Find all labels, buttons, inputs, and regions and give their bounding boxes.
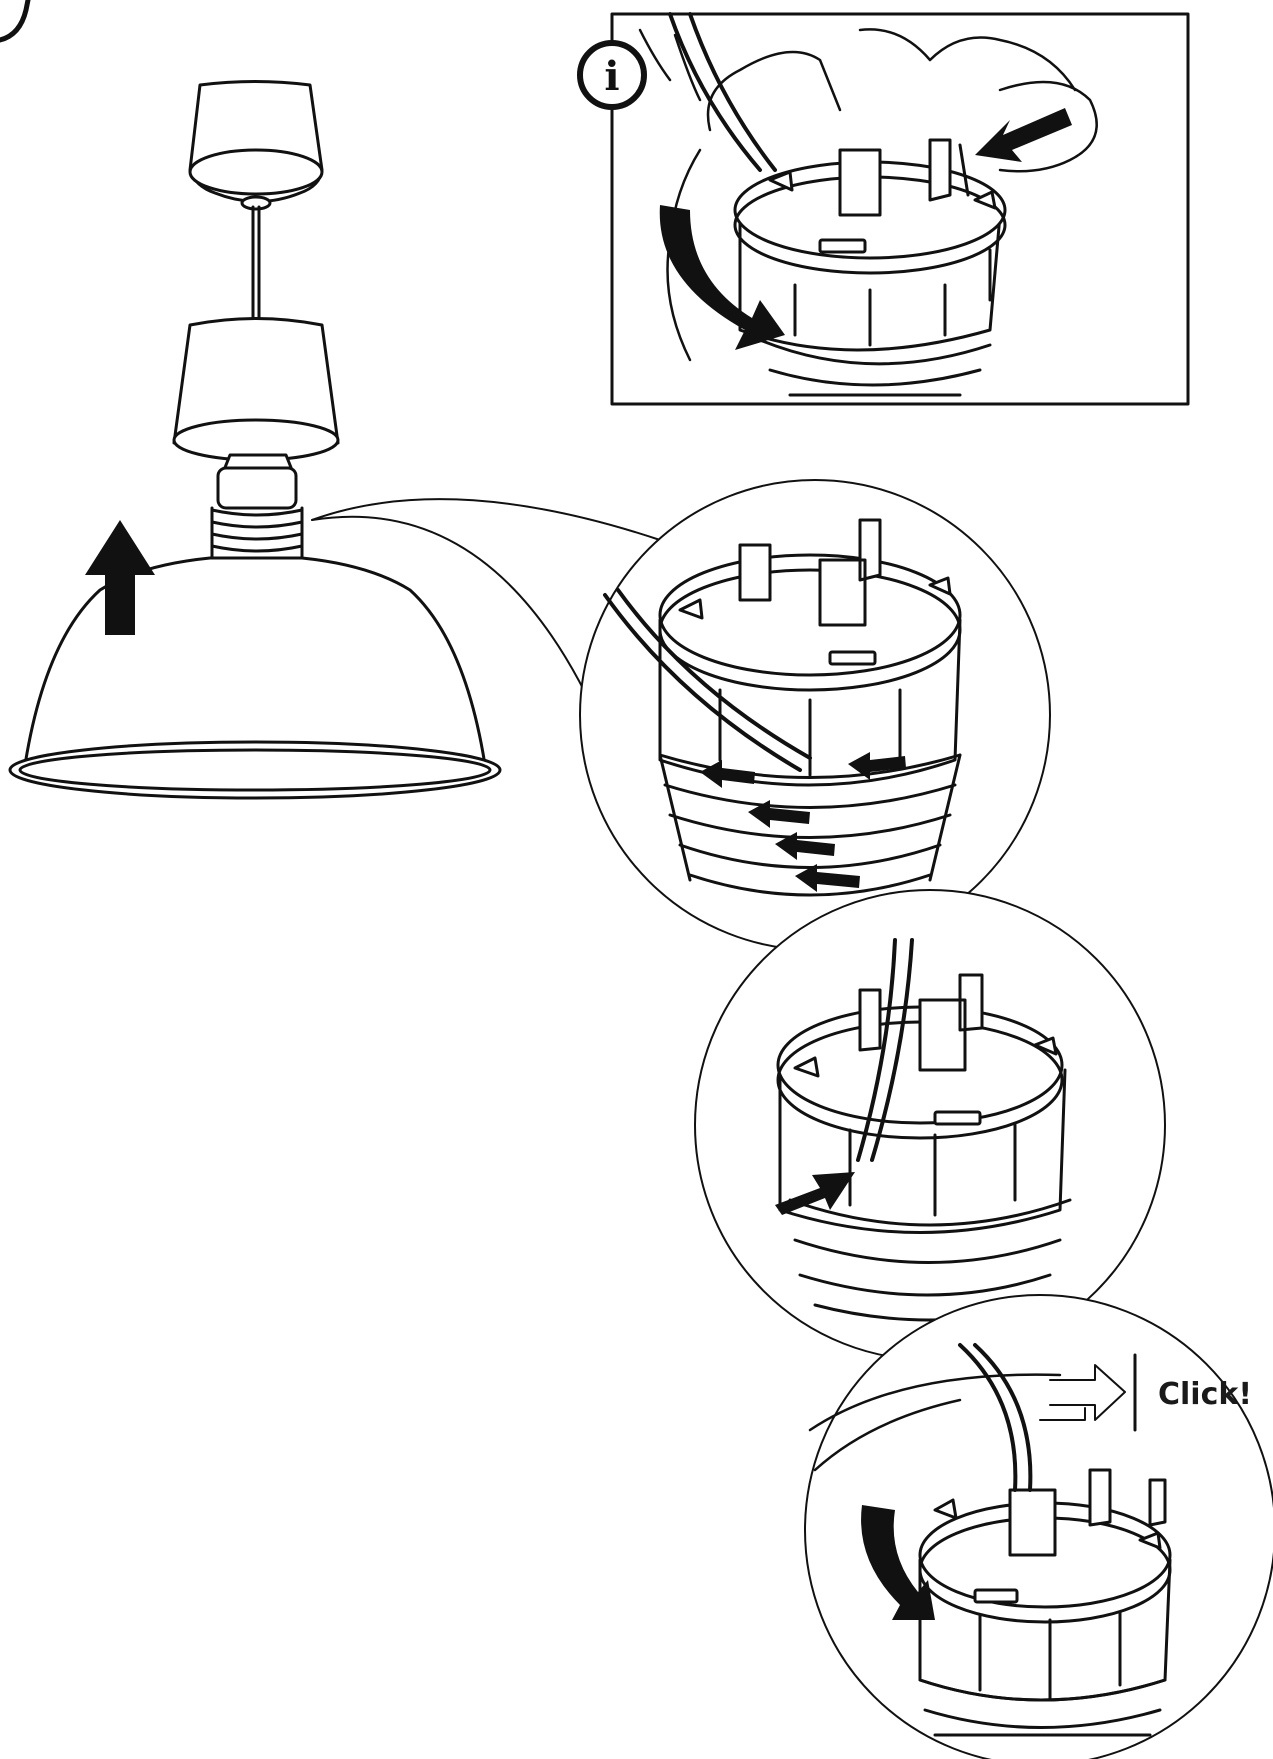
lift-up-arrow: [85, 520, 155, 635]
hands-illustration: [638, 28, 1098, 362]
detail-circle-wrap-cord: [579, 479, 1051, 951]
power-cord: [251, 205, 261, 320]
wind-direction-arrows: [700, 752, 906, 892]
pendant-lamp: [8, 80, 502, 800]
cord-cover: [172, 317, 340, 462]
detail-circle-lock-socket: Click!: [804, 1294, 1273, 1759]
info-panel: i: [577, 12, 1190, 406]
click-indicator-icon: [1039, 1353, 1137, 1432]
click-label: Click!: [1158, 1377, 1252, 1412]
lock-rotate-arrow: [861, 1505, 935, 1620]
info-icon: i: [577, 40, 647, 110]
lamp-socket: [210, 453, 304, 565]
insert-arrow: [775, 1172, 855, 1215]
callout-connector: [311, 498, 661, 736]
detail-circle-insert-cord: [694, 889, 1166, 1361]
rotate-arrow: [659, 205, 785, 350]
push-arrow: [975, 108, 1072, 162]
ceiling-canopy: [188, 80, 324, 211]
socket-detail: [668, 12, 1007, 397]
step-number-circle-fragment: [0, 0, 31, 43]
lamp-shade: [8, 556, 502, 800]
info-symbol: i: [604, 53, 619, 100]
